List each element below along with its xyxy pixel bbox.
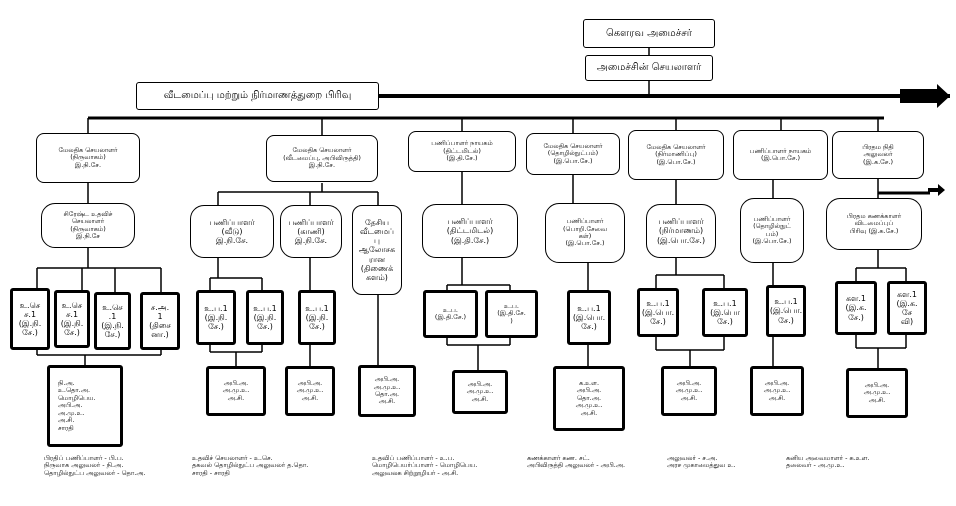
director-construction-box: பணிப்பாளர் (நிர்மாணம்) (இ.பொ.சே.) bbox=[646, 204, 716, 258]
secretary-box: அமைச்சின் செயலாளர் bbox=[585, 55, 713, 81]
minister-box: கௌரவ அமைச்சர் bbox=[583, 19, 715, 48]
arrow-right-small-icon bbox=[928, 184, 945, 196]
legend-block: கணக்காளர் கண. சட். அபிவிருத்தி அலுவலர் -… bbox=[527, 454, 626, 470]
legend-block: உதவிப் பணிப்பாளர் - உ.ப. மொழிபெயர்ப்பாளர… bbox=[372, 454, 478, 477]
deputy-director-box: உ.ப.1 (இ.நி. சே.) bbox=[246, 290, 284, 345]
staff-list-box: அபி.அ. அ.மு.உ. அ.சி. bbox=[206, 366, 266, 416]
add-secretary-technical-box: மேலதிக செயலாளர் (தொழில்நுட்பம்) (இ.பொ.சே… bbox=[526, 133, 620, 175]
director-technology-box: பணிப்பாளர் (தொழில்நுட் பம்) (இ.பொ.சே.) bbox=[740, 198, 804, 263]
accountant-box: கள.1 (இ.க. சே.) bbox=[835, 281, 877, 335]
national-housing-advisor-box: தேசிய வீடமைப் பு ஆலோசக ரான (திணைக் களம்) bbox=[352, 205, 402, 295]
director-planning-box: பணிப்பாளர் (திட்டமிடல்) (இ.தி.சே.) bbox=[422, 204, 518, 258]
staff-list-box: அபி.அ. அ.மு.உ. அ.சி. bbox=[661, 366, 717, 416]
chief-finance-officer-box: பிரதம நிதி அலுவலர் (இ.க.சே.) bbox=[832, 131, 924, 179]
director-general-eng-box: பணிப்பாளர் நாயகம் (இ.பொ.சே.) bbox=[733, 130, 828, 180]
director-eng-services-box: பணிப்பாளர் (பொறி.சேவை கள்) (இ.பொ.சே.) bbox=[545, 203, 625, 263]
add-secretary-construction-box: மேலதிக செயலாளர் (நிர்மாணிப்பு) (இ.பொ.சே.… bbox=[628, 130, 724, 180]
deputy-director-box: உ.ப.1 (இ.நி. சே.) bbox=[196, 290, 236, 345]
staff-list-box: நி.அ. உ.தொ.அ. மொழிபெய. அபி.அ. அ.மு.உ. அ.… bbox=[47, 365, 123, 447]
deputy-director-box: உ.ப. (இ.தி.சே.) bbox=[423, 290, 478, 338]
staff-list-box: அபி.அ. அ.மு.உ. அ.சி. bbox=[285, 366, 335, 416]
senior-asst-secretary-box: சிரேஷ்ட உதவிச் செயலாளர் (நிருவாகம்) இ.நி… bbox=[41, 203, 135, 248]
deputy-director-box: உ.ப.1 (இ.பொ. சே.) bbox=[766, 285, 806, 337]
staff-list-box: அபி.அ. அ.மு.உ. அ.சி. bbox=[846, 368, 908, 418]
staff-list-box: க.உள. அபி.அ. தொ.அ. அ.மு.உ. அ.சி. bbox=[553, 366, 625, 431]
asst-secretary-box: உ.செ .1 (இ.நி. சே.) bbox=[94, 292, 131, 350]
arrow-right-icon bbox=[900, 84, 950, 108]
deputy-director-box: உ.ப.1 (இ.பொ. சே.) bbox=[637, 288, 679, 337]
director-general-planning-box: பணிப்பாளர் நாயகம் (திட்டமிடல்) (இ.தி.சே.… bbox=[408, 131, 516, 172]
deputy-director-box: உ.ப. (இ.தி.சே. ) bbox=[485, 290, 538, 338]
director-land-box: பணிப்பாளர் (காணி) இ.நி.சே. bbox=[280, 205, 342, 258]
legend-block: கனிய அவைமாளர் - க.உள. தலைவர் - அ.மு.உ. bbox=[786, 454, 870, 470]
staff-list-box: அபி.அ. அ.மு.உ. அ.சி. bbox=[750, 366, 804, 416]
asst-secretary-box: உ.செ ச.1 (இ.நி. சே.) bbox=[54, 290, 90, 348]
add-secretary-admin-box: மேலதிக செயலாளர் (நிருவாகம்) இ.நி.சே. bbox=[36, 133, 140, 183]
dev-officer-box: ச.அ. 1 (திசை னா.) bbox=[140, 292, 180, 350]
add-secretary-housing-box: மேலதிக செயலாளர் (வீடமைப்பு, அபிவிருத்தி)… bbox=[266, 135, 378, 182]
staff-list-box: அபி.அ. அ.மு.உ. தொ.அ. அ.சி. bbox=[358, 365, 416, 417]
asst-secretary-box: உ.செ ச.1 (இ.நி. சே.) bbox=[10, 288, 50, 350]
deputy-director-box: உ.ப.1 (இ.நி. சே.) bbox=[298, 290, 336, 345]
legend-block: பிரதிப் பணிப்பாளர் - பி.ப. நிருவாக அலுவல… bbox=[44, 454, 146, 477]
legend-block: உதவிச் செயலாளர் - உ.செ. தகவல் தொழில்நுட்… bbox=[192, 454, 309, 477]
division-box: வீடமைப்பு மற்றும் நிர்மாணத்துறை பிரிவு bbox=[136, 82, 379, 110]
chief-accountant-box: பிரதம கணக்காளர் விடமைப்புப் பிரிவு (இ.க.… bbox=[826, 198, 922, 250]
staff-list-box: அபி.அ. அ.மு.உ. அ.சி. bbox=[452, 370, 508, 414]
deputy-director-box: உ.ப.1 (இ.பொ. சே.) bbox=[567, 290, 611, 345]
director-housing-box: பணிப்பாளர் (வீடு) இ.நி.சே. bbox=[190, 205, 274, 258]
accountant-box: கள.1 (இ.க. சே வி) bbox=[887, 281, 927, 335]
legend-block: அலுவலர் - ச.அ. அரச முகாமைத்துவ உ. bbox=[667, 454, 736, 470]
deputy-director-box: உ.ப.1 (இ.பொ சே.) bbox=[702, 288, 748, 337]
